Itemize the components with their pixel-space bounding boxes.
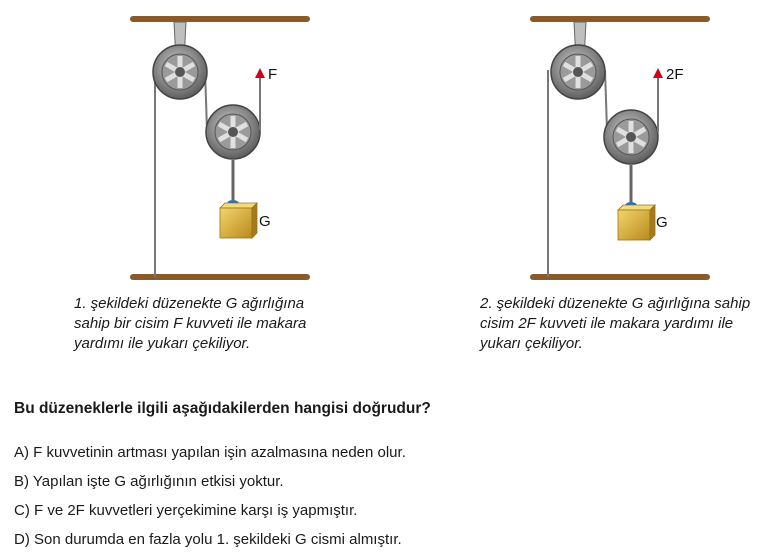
mass-label: G (259, 213, 271, 230)
force-label: F (268, 66, 277, 83)
option-b[interactable]: B) Yapılan işte G ağırlığının etkisi yok… (14, 473, 284, 490)
ceiling-beam (130, 16, 310, 22)
movable-pulley (603, 109, 659, 165)
movable-pulley (205, 104, 261, 160)
question-text: Bu düzeneklerle ilgili aşağıdakilerden h… (14, 400, 431, 417)
option-d[interactable]: D) Son durumda en fazla yolu 1. şekildek… (14, 531, 402, 548)
floor-beam (130, 274, 310, 280)
mass-box (617, 204, 656, 241)
answer-options: A) F kuvvetinin artması yapılan işin aza… (14, 443, 406, 559)
option-a[interactable]: A) F kuvvetinin artması yapılan işin aza… (14, 444, 406, 461)
fixed-pulley (152, 44, 208, 100)
fixed-pulley (550, 44, 606, 100)
floor-beam (530, 274, 710, 280)
mass-label: G (656, 214, 668, 231)
figure-2-caption: 2. şekildeki düzenekte G ağırlığına sahi… (480, 295, 751, 352)
pulley-figure-1: F G (130, 16, 310, 280)
force-arrow-head (255, 68, 265, 78)
option-c[interactable]: C) F ve 2F kuvvetleri yerçekimine karşı … (14, 502, 358, 519)
ceiling-beam (530, 16, 710, 22)
figure-1-caption: 1. şekildeki düzenekte G ağırlığına sahi… (74, 295, 307, 352)
force-arrow-head (653, 68, 663, 78)
pulley-figure-2: 2F G (530, 16, 710, 280)
mass-box (219, 202, 258, 239)
rope-mid (604, 69, 608, 131)
force-label: 2F (666, 66, 684, 83)
